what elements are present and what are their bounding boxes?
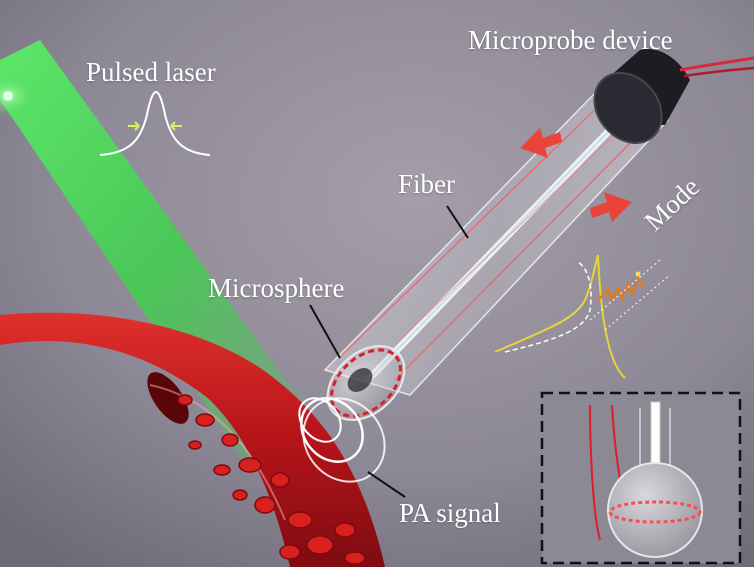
- inset-panel: [542, 393, 740, 563]
- pulsed-laser-label: Pulsed laser: [86, 59, 216, 86]
- inset-microsphere: [608, 463, 702, 557]
- fiber-label: Fiber: [398, 171, 455, 198]
- microsphere-label: Microsphere: [208, 275, 344, 302]
- microprobe-device-label: Microprobe device: [468, 27, 673, 54]
- pa-signal-label: PA signal: [399, 500, 501, 527]
